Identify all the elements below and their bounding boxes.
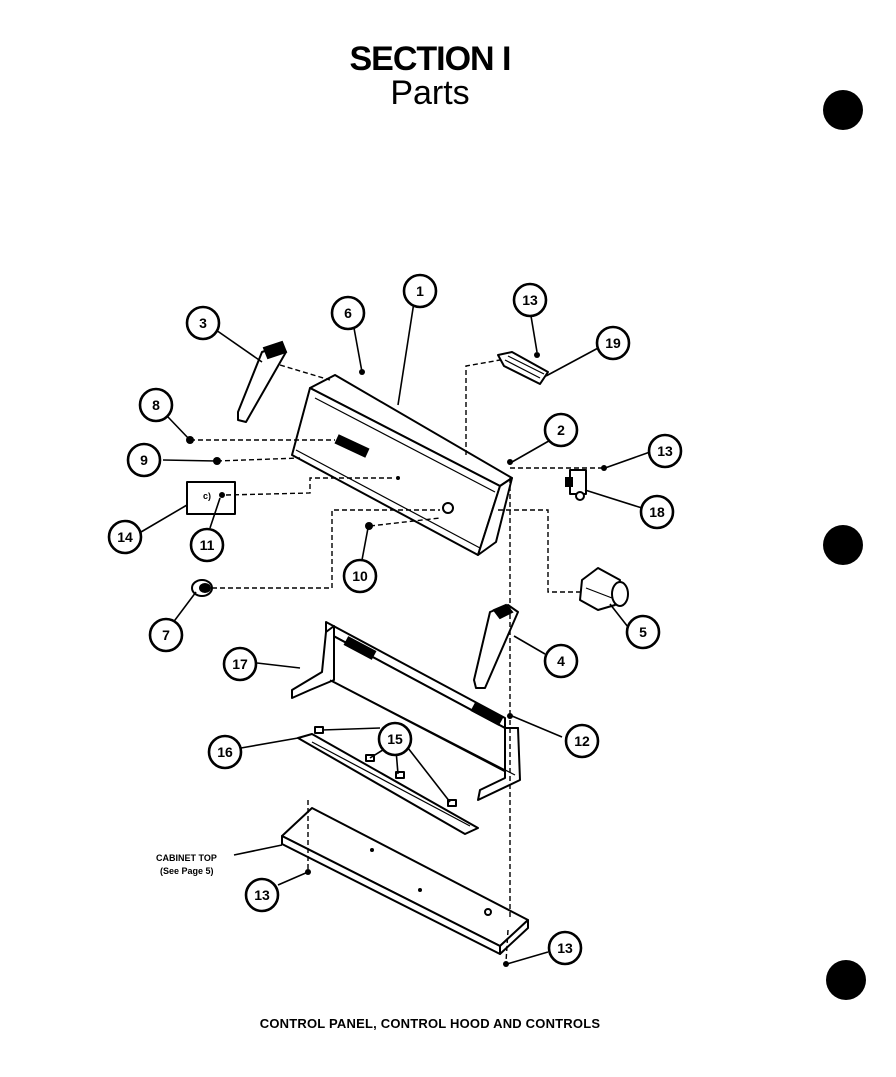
- right-end-cap-part: [473, 603, 519, 689]
- svg-text:9: 9: [140, 452, 148, 468]
- svg-text:13: 13: [557, 940, 573, 956]
- timer-part: [579, 567, 629, 611]
- knob-part: [191, 579, 213, 597]
- binder-hole-top: [823, 90, 863, 130]
- light-bracket-part: [497, 351, 549, 385]
- callout-13-right: 13: [647, 433, 683, 469]
- control-panel-part: [291, 374, 513, 556]
- callout-6: 6: [330, 295, 366, 331]
- svg-text:18: 18: [649, 504, 665, 520]
- callout-1: 1: [402, 273, 438, 309]
- callout-4: 4: [543, 643, 579, 679]
- svg-text:c): c): [203, 491, 211, 501]
- callout-14: 14: [107, 519, 143, 555]
- callout-19: 19: [595, 325, 631, 361]
- callout-13-top: 13: [512, 282, 548, 318]
- callout-9: 9: [126, 442, 162, 478]
- section-subtitle: Parts: [390, 74, 470, 112]
- callout-11: 11: [189, 527, 225, 563]
- cabinet-top-part: [281, 807, 529, 955]
- svg-text:8: 8: [152, 397, 160, 413]
- svg-text:13: 13: [254, 887, 270, 903]
- binder-hole-middle: [823, 525, 863, 565]
- svg-text:16: 16: [217, 744, 233, 760]
- assembly-lines: [190, 359, 604, 963]
- svg-text:10: 10: [352, 568, 368, 584]
- svg-text:14: 14: [117, 529, 133, 545]
- svg-text:15: 15: [387, 731, 403, 747]
- svg-text:11: 11: [200, 537, 215, 553]
- diagram-caption: CONTROL PANEL, CONTROL HOOD AND CONTROLS: [259, 1016, 601, 1031]
- svg-text:13: 13: [657, 443, 673, 459]
- callout-17: 17: [222, 646, 258, 682]
- callout-13-bottom-left: 13: [244, 877, 280, 913]
- svg-text:13: 13: [522, 292, 538, 308]
- control-box-part: c): [186, 481, 236, 515]
- svg-text:5: 5: [639, 624, 647, 640]
- callout-15: 15: [377, 721, 413, 757]
- svg-text:1: 1: [416, 283, 424, 299]
- svg-text:12: 12: [574, 733, 590, 749]
- callout-16: 16: [207, 734, 243, 770]
- left-end-cap-part: [237, 340, 288, 423]
- callout-18: 18: [639, 494, 675, 530]
- callout-8: 8: [138, 387, 174, 423]
- switch-part: [565, 469, 587, 501]
- callout-10: 10: [342, 558, 378, 594]
- section-title: SECTION I: [349, 40, 511, 78]
- svg-text:6: 6: [344, 305, 352, 321]
- callout-7: 7: [148, 617, 184, 653]
- cabinet-top-note-line1: CABINET TOP: [156, 853, 217, 863]
- svg-text:4: 4: [557, 653, 565, 669]
- callout-3: 3: [185, 305, 221, 341]
- bracket-strip-part: [297, 733, 479, 835]
- binder-hole-bottom: [826, 960, 866, 1000]
- callout-12: 12: [564, 723, 600, 759]
- svg-text:2: 2: [557, 422, 565, 438]
- svg-text:19: 19: [605, 335, 621, 351]
- svg-text:3: 3: [199, 315, 207, 331]
- callout-5: 5: [625, 614, 661, 650]
- svg-text:7: 7: [162, 627, 170, 643]
- callout-13-bottom-right: 13: [547, 930, 583, 966]
- callout-2: 2: [543, 412, 579, 448]
- cabinet-top-note-line2: (See Page 5): [160, 866, 214, 876]
- svg-text:17: 17: [232, 656, 248, 672]
